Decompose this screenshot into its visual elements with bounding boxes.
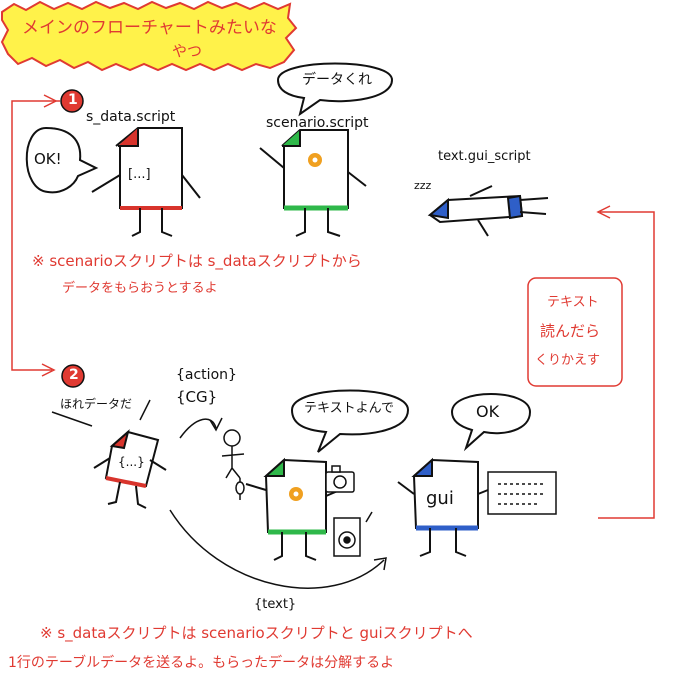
step-2-circle (61, 364, 85, 388)
gui-label: gui (426, 488, 454, 509)
text-gui-label: text.gui_script (438, 149, 531, 164)
right-loop-line (598, 211, 655, 519)
title-burst (0, 0, 298, 72)
scenario-character (259, 129, 367, 237)
scenario-speech-text: データくれ (302, 72, 372, 88)
text-arrow (169, 509, 385, 589)
left-flow-arrowhead-2 (41, 363, 56, 377)
title-line-2: やつ (172, 42, 203, 60)
loop-label-box (527, 277, 623, 387)
action-cg-arrow (179, 418, 217, 439)
text-arrowhead (373, 557, 387, 571)
cg-label: {CG} (176, 388, 218, 406)
s-data2-speech-text: ほれデータだ (60, 397, 133, 411)
scenario-label: scenario.script (266, 115, 369, 131)
s-data2-content: {...} (118, 455, 145, 469)
flower-icon-2 (289, 487, 303, 501)
ok-speech-text: OK! (34, 150, 62, 168)
gui-character (397, 457, 489, 557)
s-data-character (91, 127, 201, 237)
note-2-line-2: 1行のテーブルデータを送るよ。もらったデータは分解するよ (8, 655, 395, 671)
speech-tick-left (51, 411, 93, 427)
speaker-icon (333, 511, 373, 557)
scenario2-speech-bubble (290, 389, 410, 453)
ok-speech-bubble (25, 126, 99, 194)
step-1-number: 1 (68, 92, 78, 108)
scenario-speech-bubble (276, 62, 394, 117)
sleep-zzz: zzz (414, 179, 432, 192)
left-flow-line (11, 100, 60, 371)
note-1-line-2: データをもらおうとするよ (62, 281, 218, 296)
gui-text-window (487, 471, 557, 515)
step-2-number: 2 (69, 367, 79, 383)
action-cg-arrowhead (209, 417, 223, 432)
right-loop-arrowhead (596, 205, 611, 219)
action-label: {action} (176, 367, 237, 383)
note-2-line-1: ※ s_dataスクリプトは scenarioスクリプトと guiスクリプトへ (40, 624, 473, 642)
scenario2-speech-text: テキストよんで (304, 401, 394, 416)
s-data-content: [...] (128, 167, 151, 182)
step-1-circle (60, 89, 84, 113)
text-gui-character (427, 185, 549, 237)
text-arrow-label: {text} (254, 597, 297, 612)
speech-tick-right (139, 399, 151, 421)
title-line-1: メインのフローチャートみたいな (22, 18, 277, 38)
gui-speech-text: OK (476, 402, 500, 421)
loop-label-line-1: テキスト (547, 295, 599, 310)
actor-stick-figure (221, 429, 245, 500)
camera-icon (325, 465, 355, 493)
s-data-character-2 (93, 429, 167, 509)
loop-label-line-2: 読んだら (540, 322, 601, 340)
flower-icon (308, 153, 322, 167)
loop-label-line-3: くりかえす (535, 353, 601, 368)
left-flow-arrowhead-1 (43, 94, 58, 108)
note-1-line-1: ※ scenarioスクリプトは s_dataスクリプトから (32, 252, 362, 270)
s-data-label: s_data.script (86, 109, 176, 125)
gui-speech-bubble (450, 393, 532, 452)
